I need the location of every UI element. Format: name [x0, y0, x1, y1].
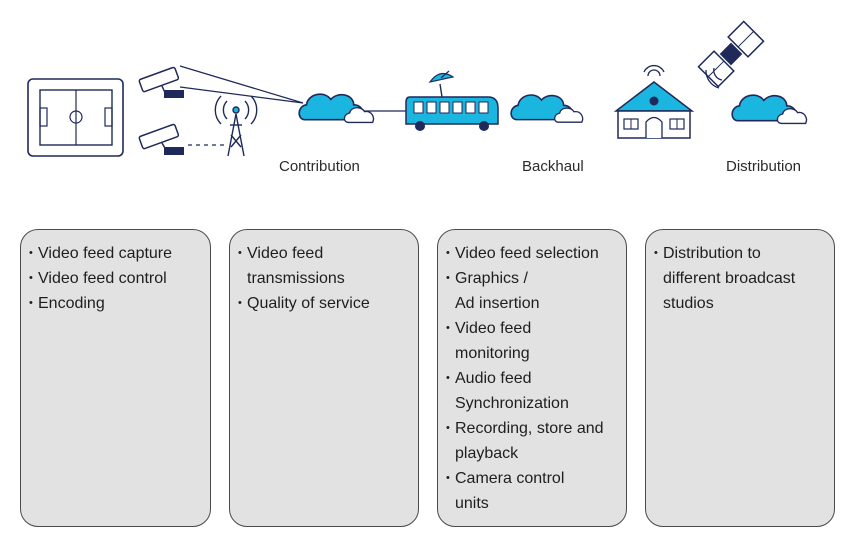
cloud-icon [510, 94, 584, 123]
satellite-signal-icon [705, 67, 723, 89]
list-item: Audio feed Synchronization [446, 366, 595, 416]
camera-icon [138, 123, 184, 155]
cloud-icon [298, 93, 375, 124]
cell-tower-icon [214, 95, 258, 157]
list-item: Camera control units [446, 466, 587, 516]
broadcast-workflow-diagram [27, 20, 808, 157]
list-item: Video feed selection [446, 241, 620, 266]
capture-tasks-card: Video feed capture Video feed control En… [20, 229, 211, 527]
house-icon [613, 64, 695, 139]
list-item: Video feed control [29, 266, 204, 291]
list-item: Quality of service [238, 291, 412, 316]
contribution-tasks-card: Video feed transmissions Quality of serv… [229, 229, 419, 527]
camera-icon [138, 66, 184, 98]
stage-label-contribution: Contribution [279, 158, 360, 175]
stadium-field-icon [27, 78, 124, 157]
list-item: Video feed transmissions [238, 241, 365, 291]
stage-label-backhaul: Backhaul [522, 158, 584, 175]
cloud-icon [731, 94, 808, 125]
list-item: Encoding [29, 291, 204, 316]
distribution-tasks-card: Distribution to different broadcast stud… [645, 229, 835, 527]
backhaul-tasks-card: Video feed selection Graphics / Ad inser… [437, 229, 627, 527]
list-item: Distribution to different broadcast stud… [654, 241, 813, 316]
satellite-icon [697, 20, 765, 88]
link-lines [179, 65, 407, 146]
stage-label-distribution: Distribution [726, 158, 802, 175]
ob-van-bus-icon [405, 70, 499, 131]
list-item: Graphics / Ad insertion [446, 266, 551, 316]
list-item: Recording, store and playback [446, 416, 605, 466]
list-item: Video feed capture [29, 241, 204, 266]
list-item: Video feed monitoring [446, 316, 555, 366]
